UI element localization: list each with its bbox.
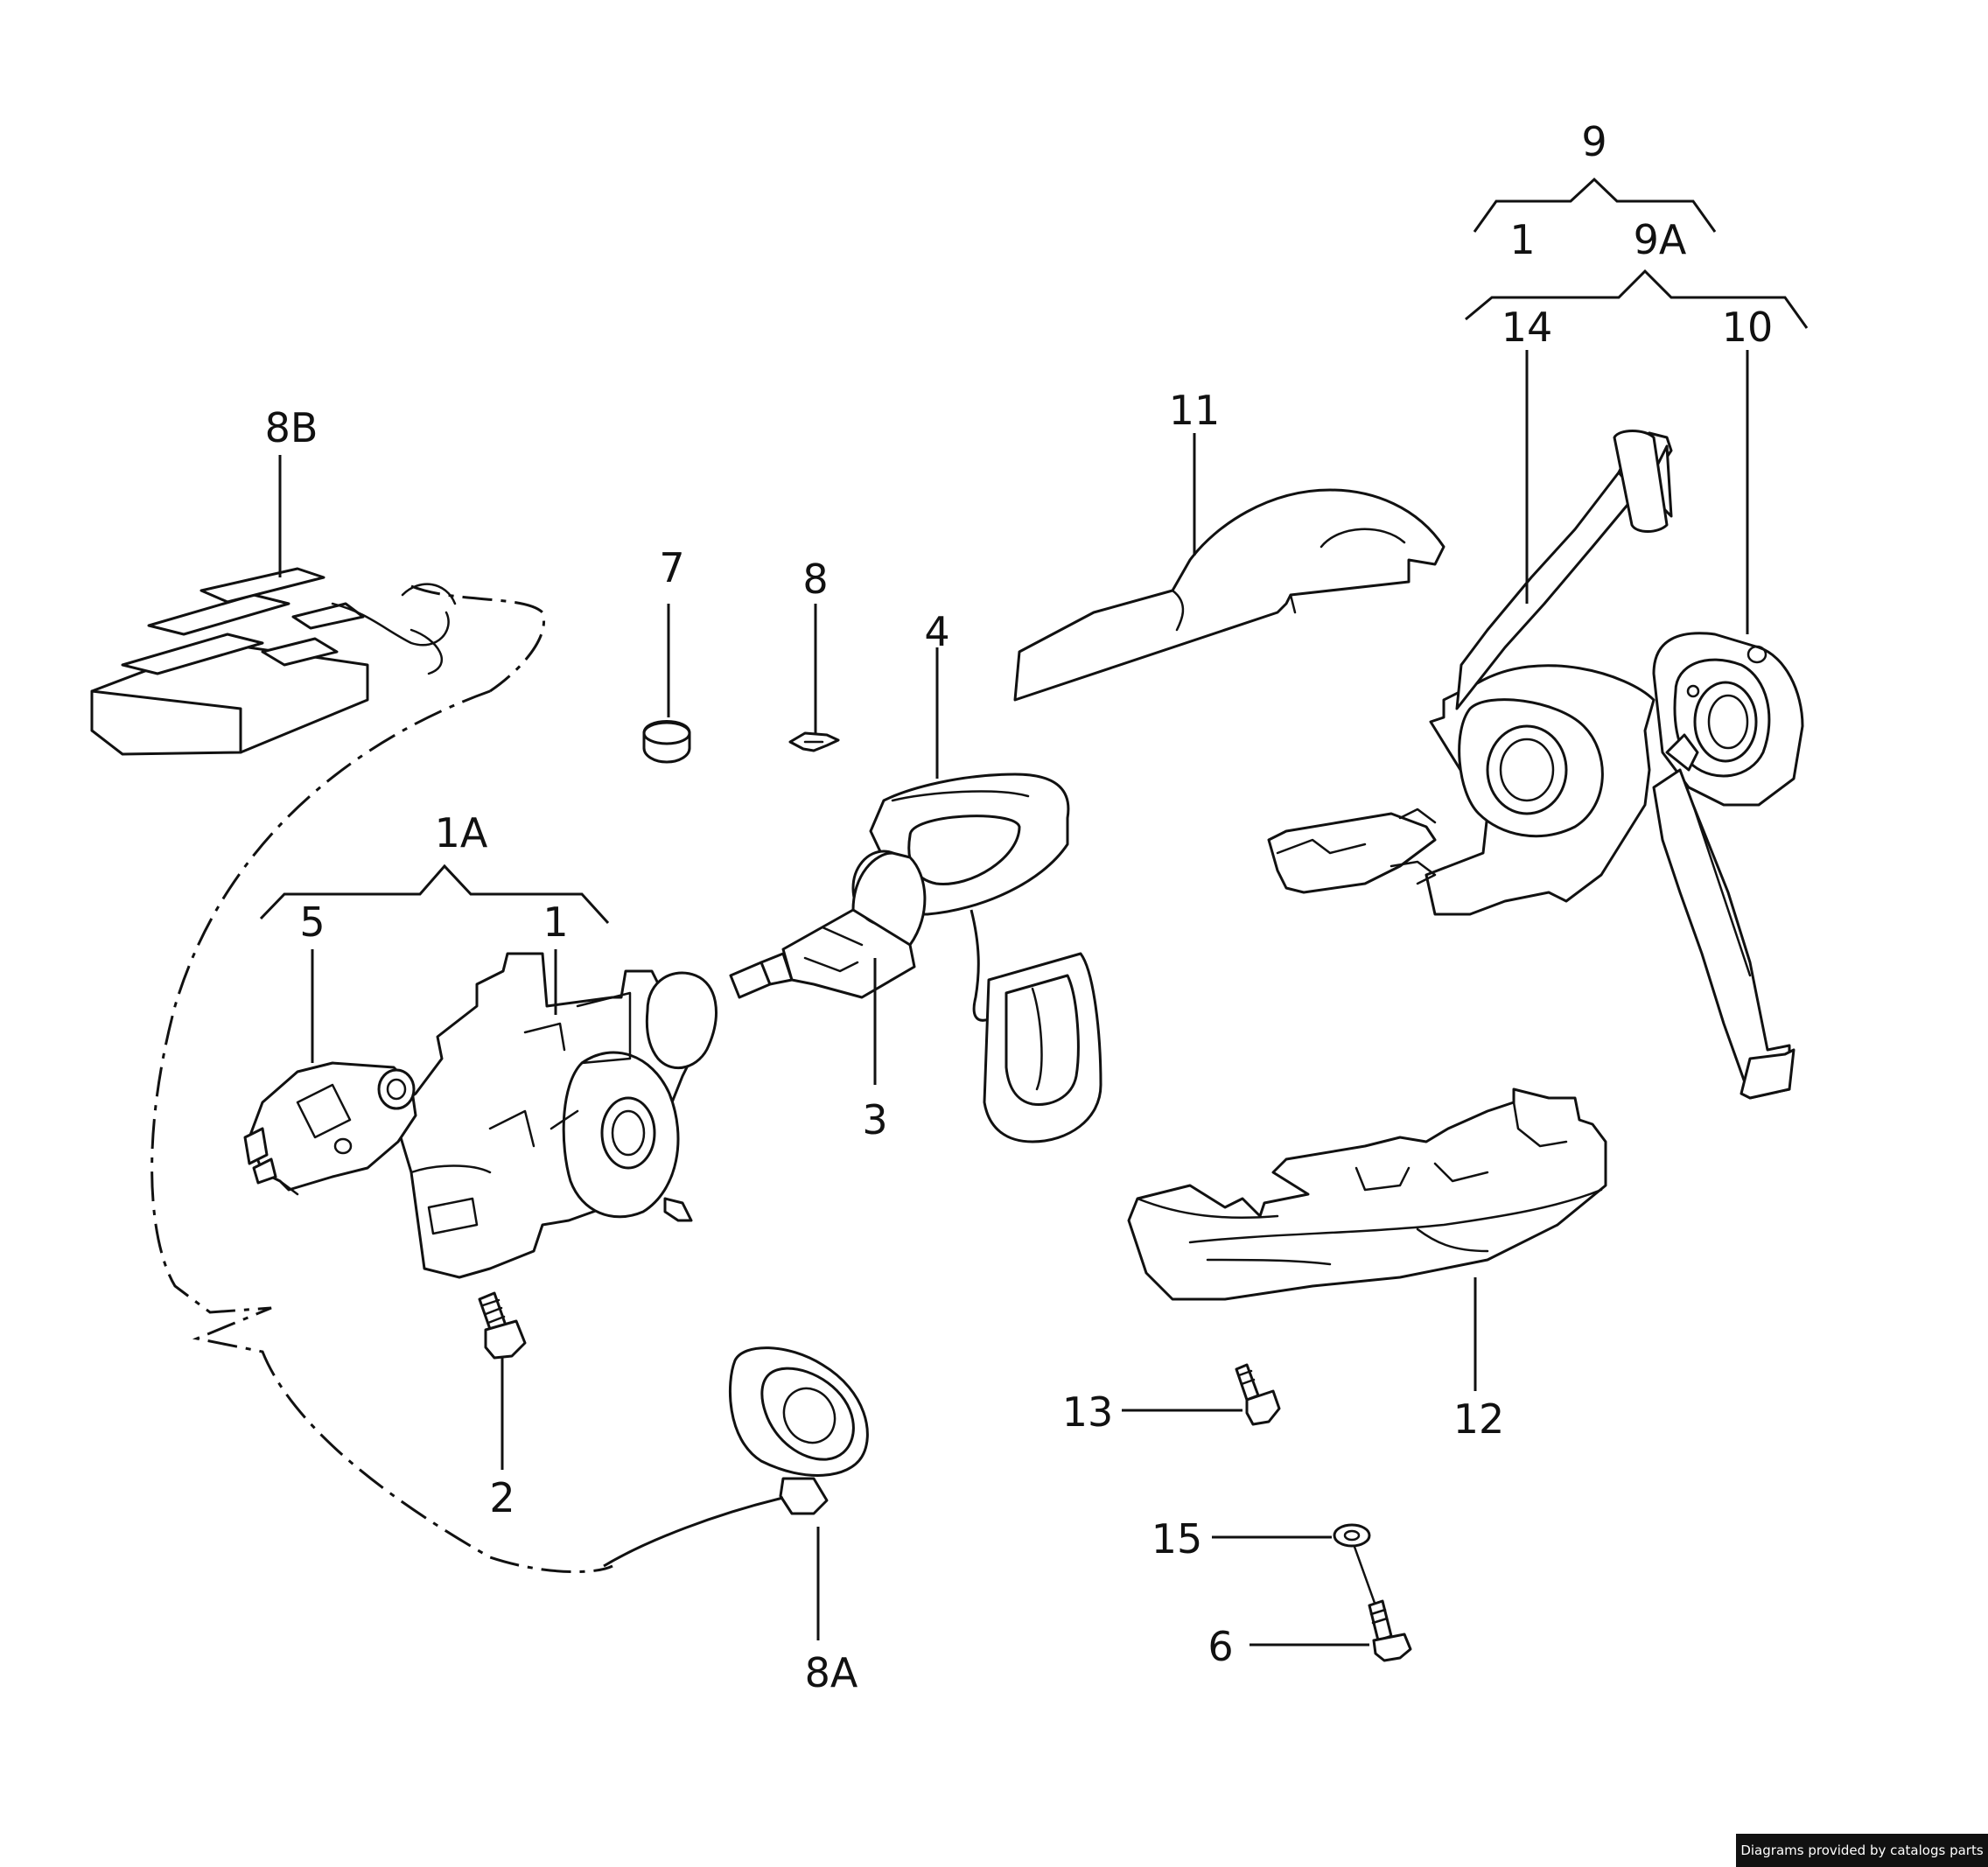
part-grommet-u-shape[interactable] (983, 952, 1102, 1143)
label-11: 11 (1169, 387, 1221, 434)
label-15: 15 (1152, 1515, 1203, 1563)
label-1-top: 1 (1509, 216, 1535, 263)
part-6-bolt[interactable] (1353, 1545, 1412, 1662)
part-11-upper-trim[interactable] (1013, 488, 1446, 702)
part-7-plug[interactable] (642, 720, 691, 764)
part-8-clip[interactable] (788, 731, 840, 752)
label-7: 7 (659, 544, 684, 591)
label-8b: 8B (265, 404, 318, 451)
part-12-lower-trim[interactable] (1127, 1087, 1607, 1301)
credit-badge: Diagrams provided by catalogs parts (1736, 1834, 1988, 1867)
label-10: 10 (1722, 304, 1774, 351)
part-14-wiper-switch[interactable] (1267, 430, 1673, 916)
label-12: 12 (1453, 1395, 1505, 1443)
part-3-lock-cylinder[interactable] (729, 850, 927, 999)
label-5: 5 (299, 899, 325, 946)
part-2-bolt[interactable] (478, 1291, 527, 1360)
label-8: 8 (802, 556, 828, 603)
bracket-9a (1465, 269, 1809, 329)
dashed-wire-to-relay (410, 584, 545, 693)
label-1a: 1A (435, 809, 488, 857)
part-1-ignition-housing[interactable] (396, 952, 718, 1279)
bracket-9 (1473, 177, 1717, 233)
label-4: 4 (924, 608, 949, 655)
label-13: 13 (1062, 1388, 1114, 1436)
label-2: 2 (489, 1474, 514, 1521)
part-8a-ring-antenna[interactable] (603, 1346, 869, 1568)
part-15-washer[interactable] (1333, 1523, 1371, 1548)
label-3: 3 (862, 1096, 887, 1143)
bracket-1a (259, 864, 610, 925)
label-14: 14 (1502, 304, 1553, 351)
label-1: 1 (542, 899, 568, 946)
label-9: 9 (1581, 118, 1606, 165)
part-8b-relay-block[interactable] (90, 567, 457, 756)
label-8a: 8A (805, 1649, 858, 1696)
label-9a: 9A (1634, 216, 1687, 263)
part-10-turn-signal-switch[interactable] (1652, 632, 1804, 1100)
part-13-screw[interactable] (1235, 1363, 1281, 1426)
part-5-ignition-switch[interactable] (243, 1061, 417, 1196)
label-6: 6 (1208, 1623, 1233, 1670)
